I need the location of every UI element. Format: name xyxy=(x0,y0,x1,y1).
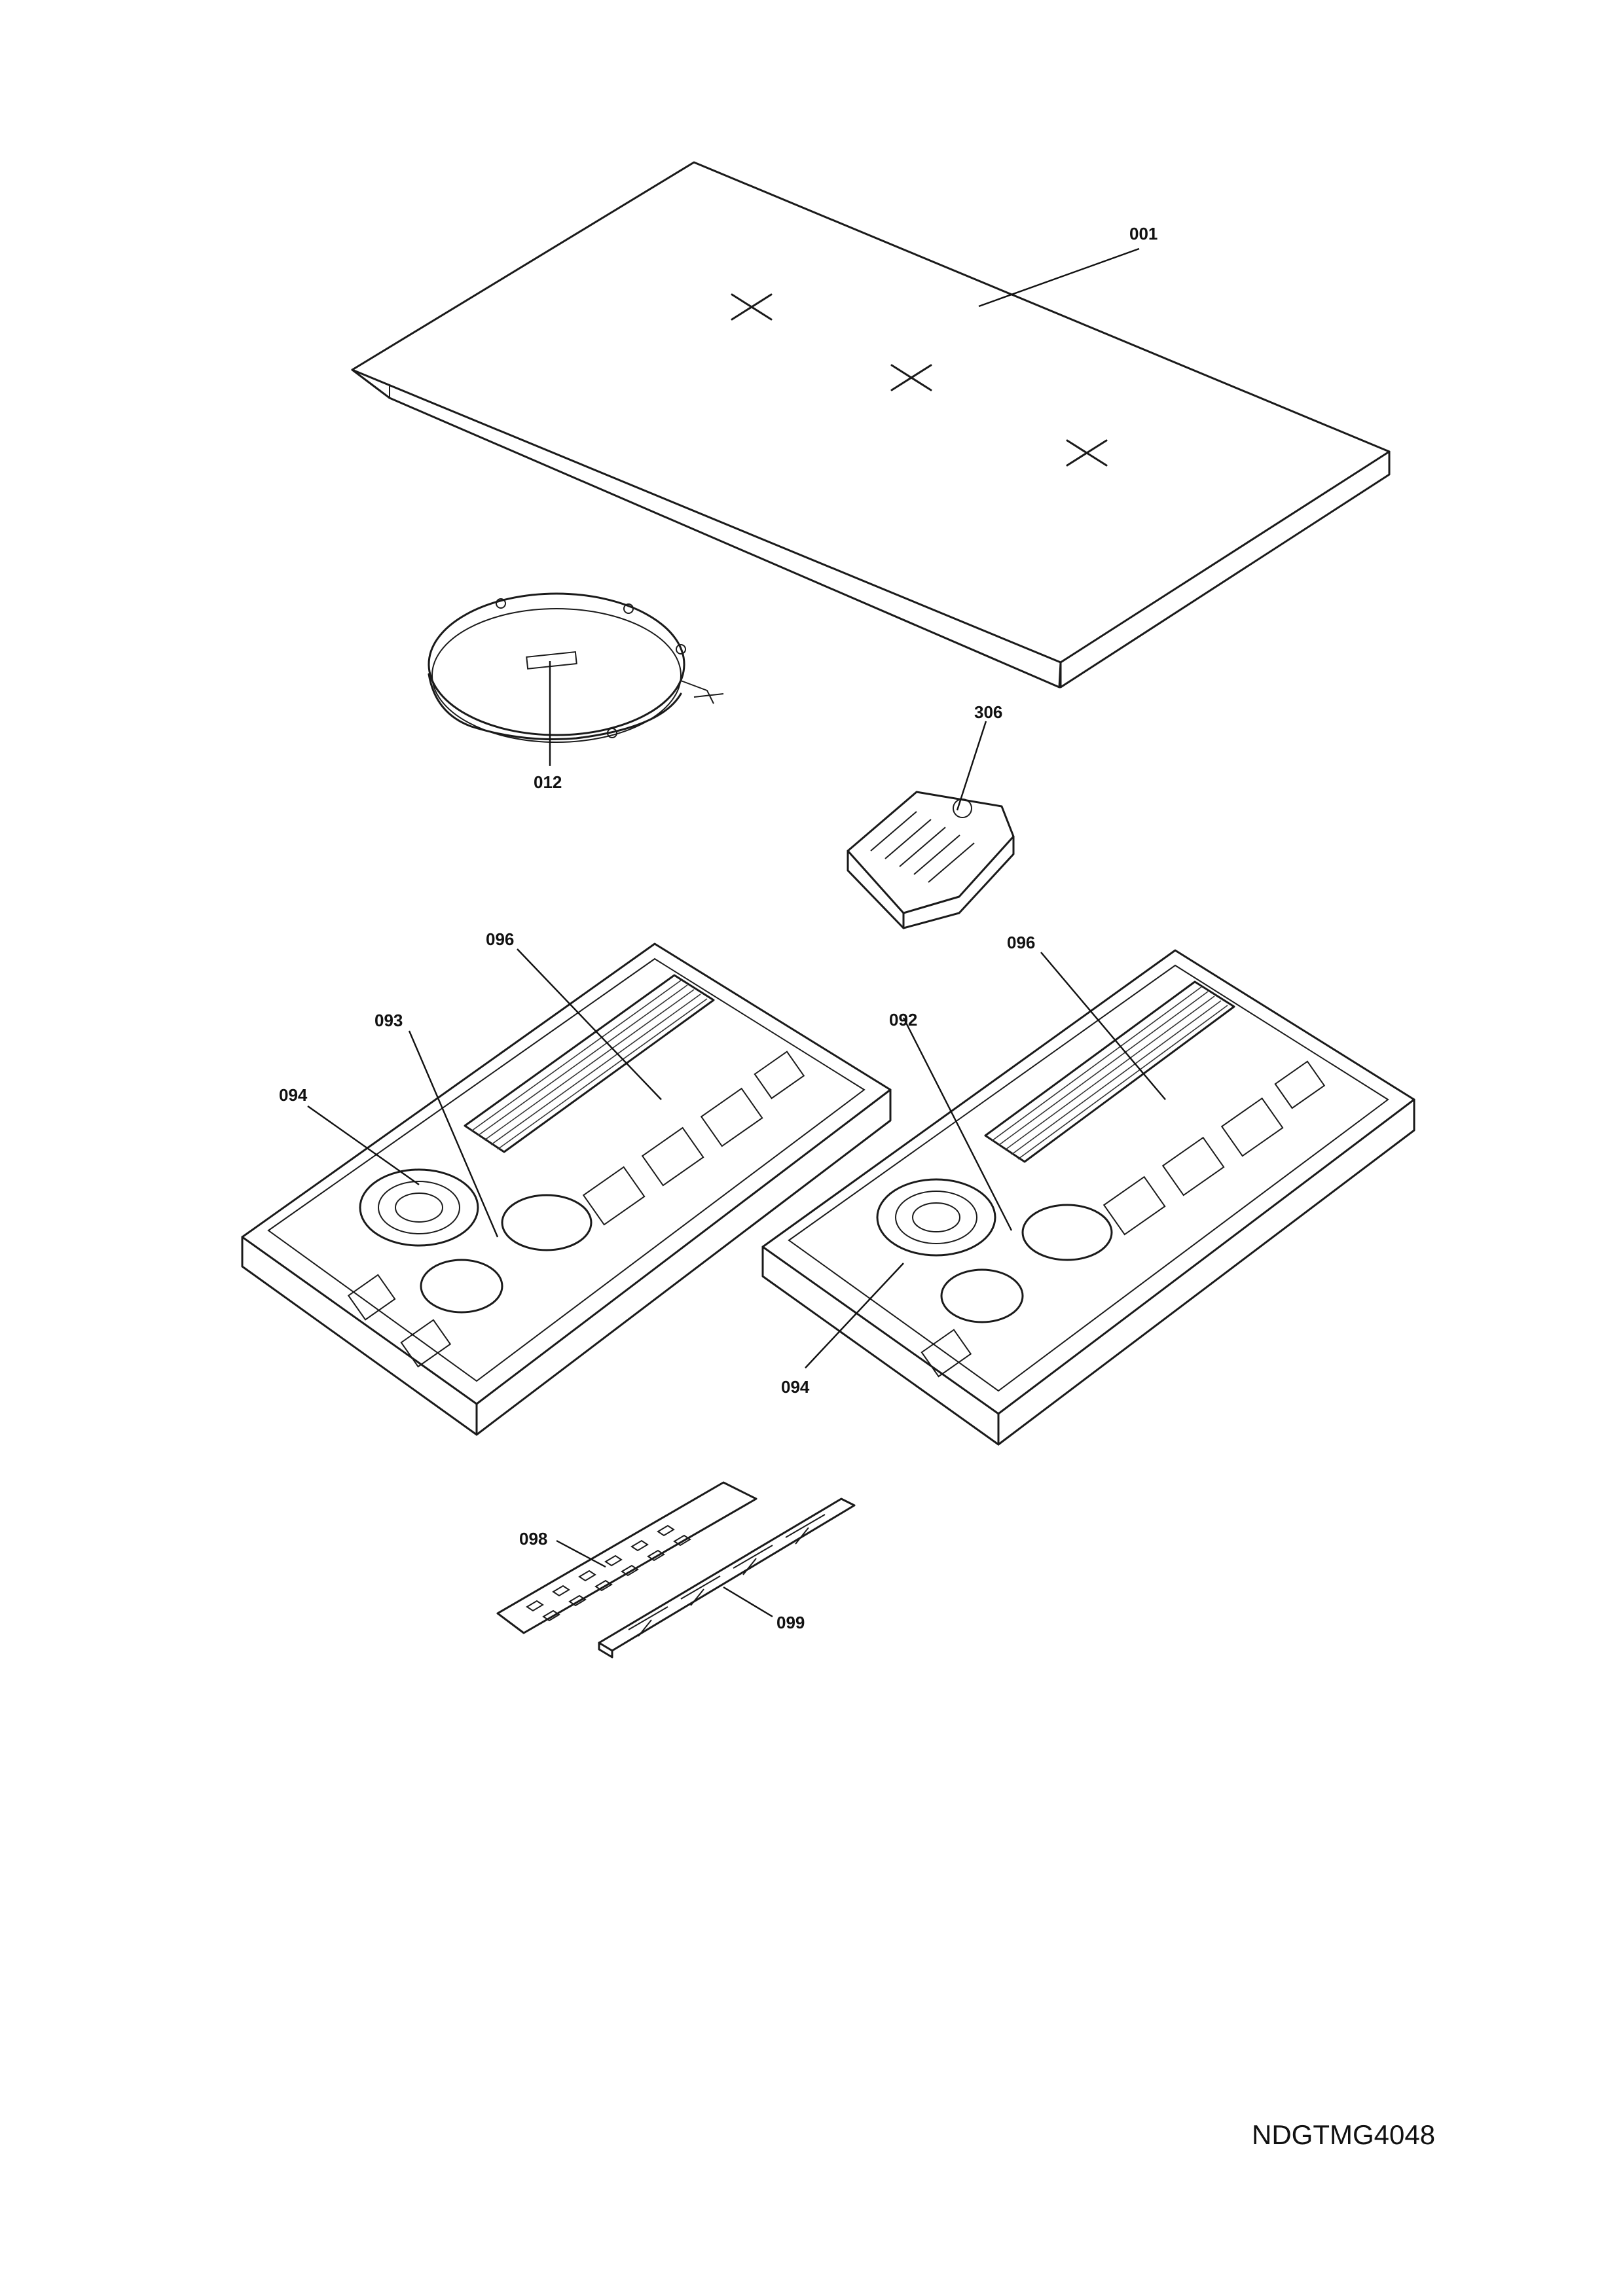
callout-098: 098 xyxy=(519,1529,547,1549)
capacitors-left xyxy=(420,1194,593,1314)
callout-094-left: 094 xyxy=(279,1085,308,1105)
callout-012: 012 xyxy=(534,772,562,792)
callout-093: 093 xyxy=(374,1011,403,1030)
cooking-zone-marks xyxy=(731,293,1108,467)
callout-306: 306 xyxy=(974,702,1002,722)
components-right xyxy=(921,1060,1326,1378)
capacitors-right xyxy=(940,1204,1113,1323)
power-board-right xyxy=(761,949,1415,1446)
cooling-fan-left xyxy=(359,1168,479,1247)
callout-096-left: 096 xyxy=(486,929,514,949)
glass-top-plate xyxy=(351,161,1391,689)
callout-001: 001 xyxy=(1129,224,1158,243)
heatsink-left xyxy=(464,974,715,1153)
heatsink-right xyxy=(984,980,1235,1163)
cooling-fan-right xyxy=(876,1178,996,1257)
leader-lines xyxy=(307,247,1166,1618)
components-left xyxy=(347,1050,805,1368)
callout-099: 099 xyxy=(776,1613,805,1632)
callout-094-right: 094 xyxy=(781,1377,810,1397)
power-board-left xyxy=(241,942,892,1436)
control-keyboard-098 xyxy=(496,1481,757,1634)
callout-092: 092 xyxy=(889,1010,917,1030)
callout-096-right: 096 xyxy=(1007,933,1035,952)
induction-coil xyxy=(428,592,724,743)
drawing-code: NDGTMG4048 xyxy=(1252,2119,1435,2150)
keyboard-frame-099 xyxy=(598,1498,856,1659)
terminal-block xyxy=(847,791,1015,929)
